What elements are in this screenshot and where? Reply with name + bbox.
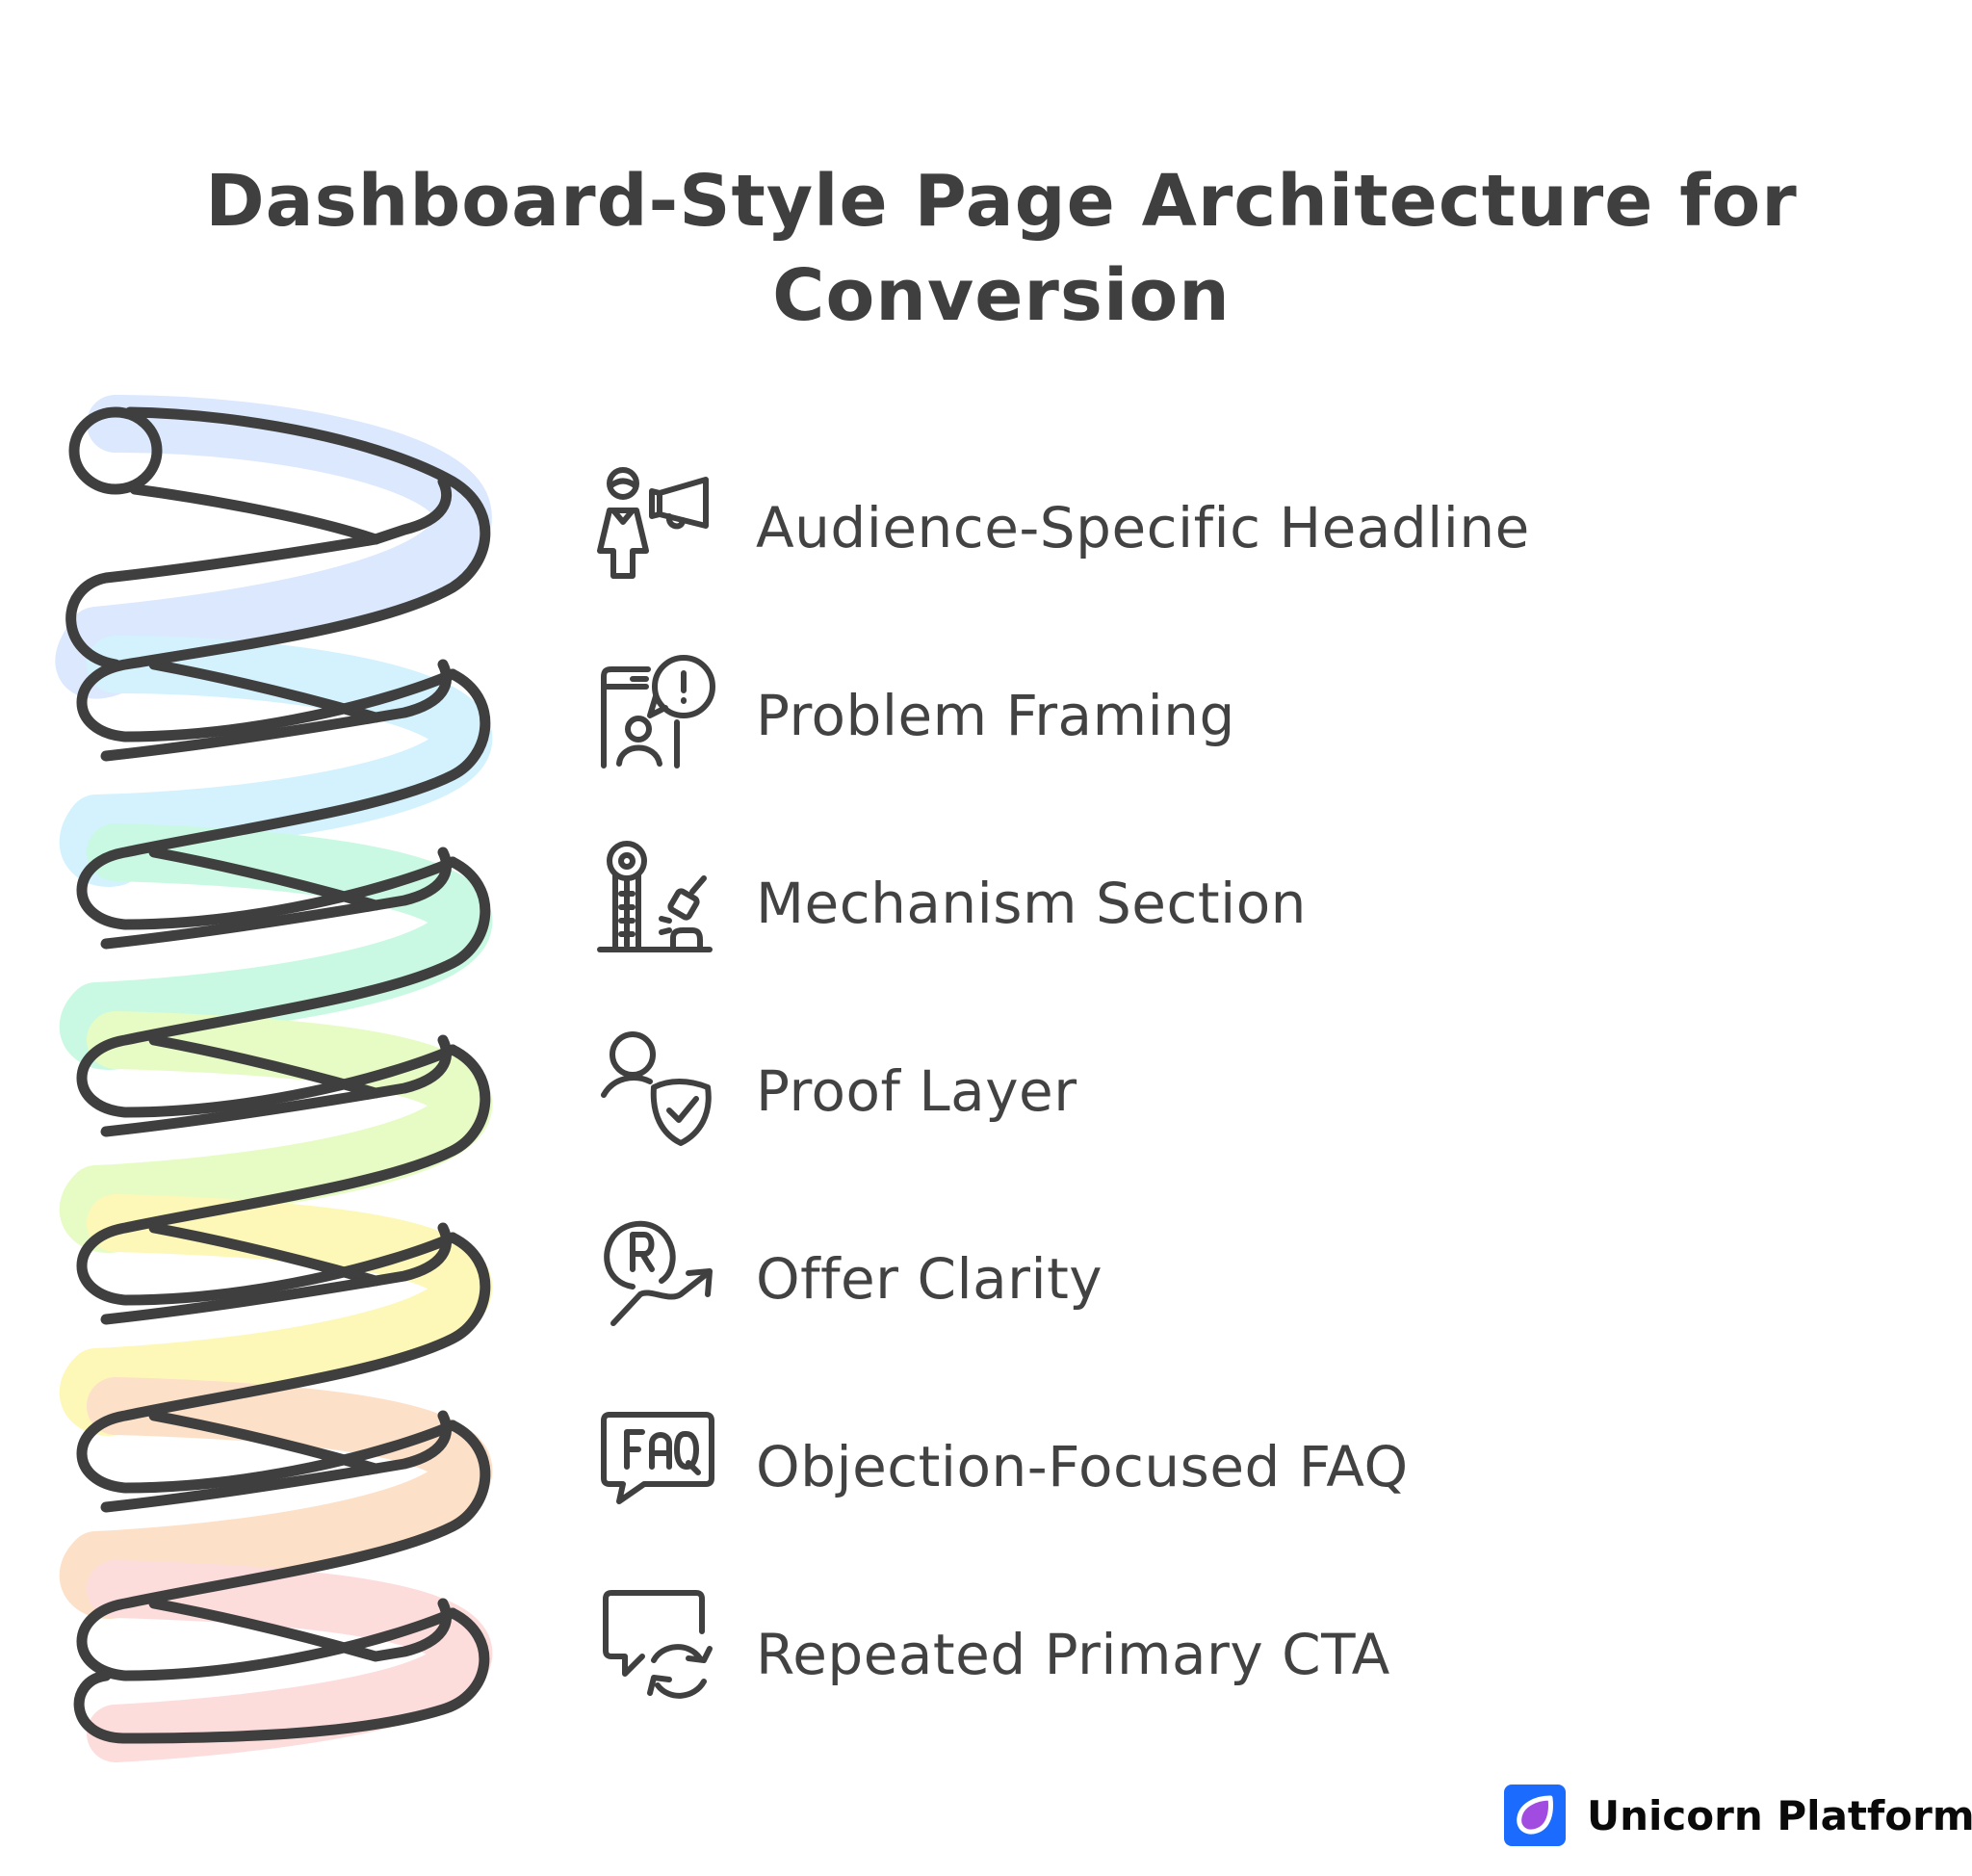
person-megaphone-icon bbox=[597, 467, 709, 579]
step-offer-clarity: Offer Clarity bbox=[592, 1213, 1940, 1358]
registered-trend-arrow-icon bbox=[604, 1220, 713, 1326]
step-problem-framing: Problem Framing bbox=[592, 650, 1940, 795]
step-mechanism-section: Mechanism Section bbox=[592, 838, 1940, 982]
step-objection-focused-faq: Objection-Focused FAQ bbox=[592, 1401, 1940, 1546]
brand-name: Unicorn Platform bbox=[1587, 1791, 1972, 1839]
step-audience-specific-headline: Audience-Specific Headline bbox=[592, 462, 1940, 607]
step-label: Mechanism Section bbox=[756, 871, 1307, 936]
strength-tester-hammer-icon bbox=[597, 841, 713, 952]
step-proof-layer: Proof Layer bbox=[592, 1026, 1940, 1170]
title-line-1: Dashboard-Style Page Architecture for bbox=[205, 160, 1798, 243]
title-line-2: Conversion bbox=[772, 254, 1231, 337]
step-label: Audience-Specific Headline bbox=[756, 495, 1530, 560]
brand-watermark: Unicorn Platform bbox=[1504, 1785, 1972, 1846]
step-label: Problem Framing bbox=[756, 683, 1235, 748]
faq-bubble-icon bbox=[601, 1412, 714, 1504]
chat-refresh-icon bbox=[603, 1590, 713, 1699]
user-shield-check-icon bbox=[601, 1031, 712, 1146]
step-repeated-primary-cta: Repeated Primary CTA bbox=[592, 1589, 1940, 1733]
step-label: Objection-Focused FAQ bbox=[756, 1434, 1409, 1499]
step-label: Offer Clarity bbox=[756, 1246, 1103, 1312]
person-alert-bubble-icon bbox=[601, 655, 715, 769]
diagram-title: Dashboard-Style Page Architecture for Co… bbox=[0, 154, 1972, 343]
step-label: Proof Layer bbox=[756, 1058, 1077, 1124]
unicorn-platform-logo-icon bbox=[1504, 1785, 1566, 1846]
spring-coil-illustration bbox=[55, 395, 492, 1762]
step-label: Repeated Primary CTA bbox=[756, 1622, 1390, 1687]
